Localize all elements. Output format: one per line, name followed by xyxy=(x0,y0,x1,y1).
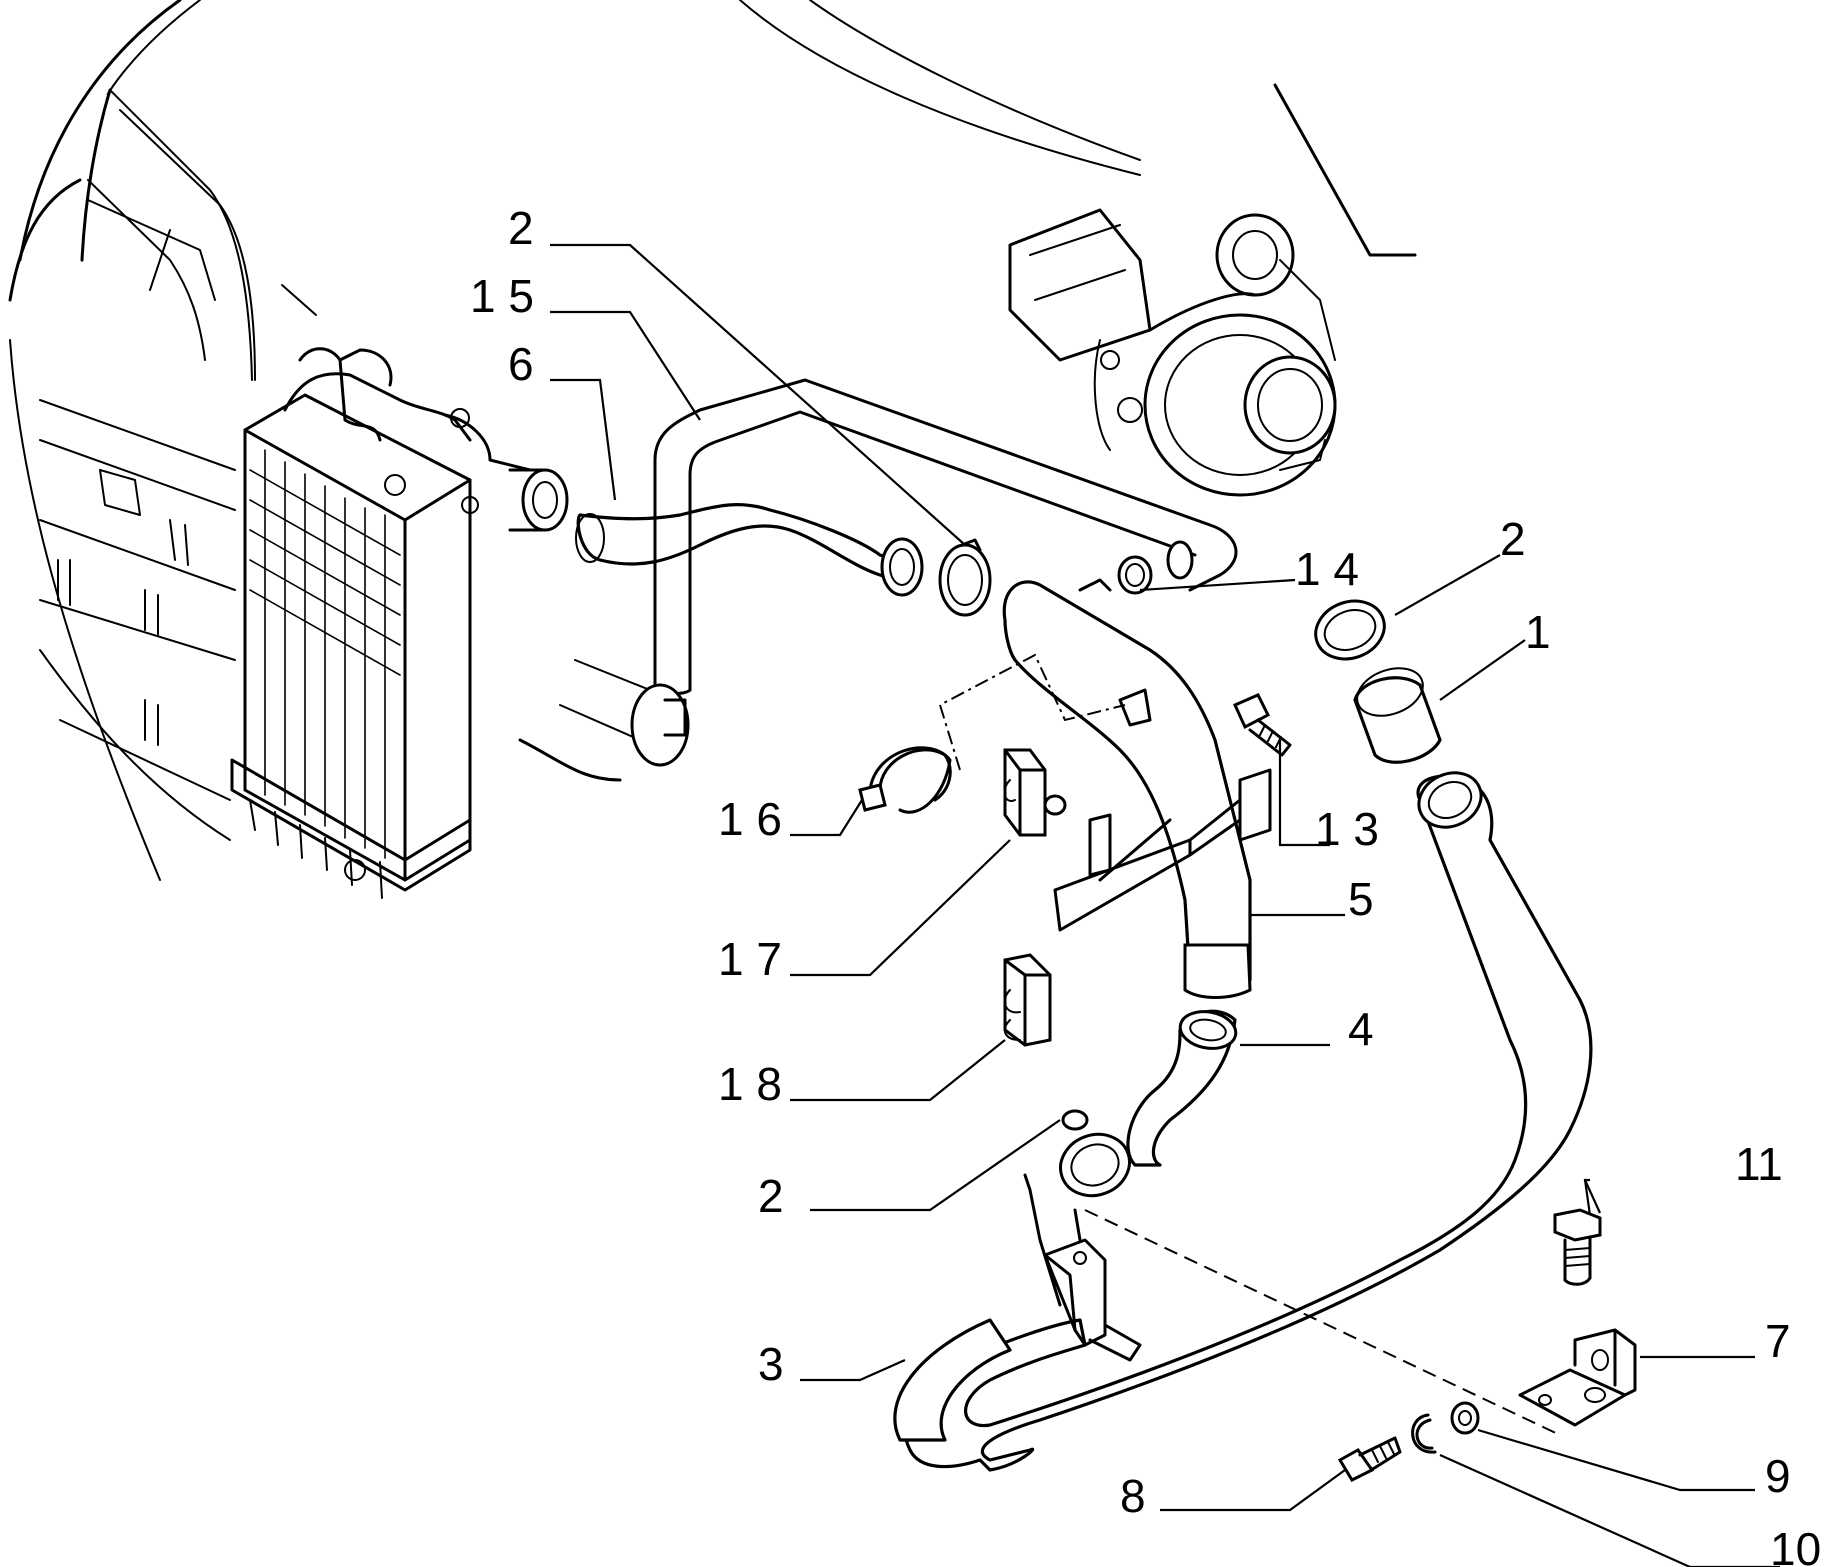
part-15-pipe xyxy=(518,378,1238,782)
spring-washer-part-10 xyxy=(1411,1413,1437,1454)
callout-8: 8 xyxy=(1120,1470,1146,1522)
clip-part-17 xyxy=(1003,748,1067,837)
part-3-bracket xyxy=(1043,1238,1142,1362)
part-5-hose xyxy=(1002,578,1252,999)
part-6-hose xyxy=(575,502,924,597)
bolt-part-8 xyxy=(1337,1436,1402,1482)
callout-7: 7 xyxy=(1765,1315,1791,1367)
callout-14: 1 4 xyxy=(1295,543,1359,595)
callout-4: 4 xyxy=(1348,1003,1374,1055)
callout-labels: 2 1 5 6 1 4 2 1 1 6 1 3 5 1 7 4 1 8 2 11… xyxy=(470,202,1821,1567)
clamp-part-2-upper xyxy=(938,538,992,617)
leader-lines xyxy=(550,243,1780,1567)
part-3-pipe xyxy=(893,771,1593,1472)
callout-9: 9 xyxy=(1765,1450,1791,1502)
intercooler-radiator xyxy=(230,347,569,899)
callout-13: 1 3 xyxy=(1315,803,1379,855)
callout-3: 3 xyxy=(758,1338,784,1390)
vehicle-body-outline xyxy=(8,0,1417,881)
callout-6: 6 xyxy=(508,338,534,390)
callout-18: 1 8 xyxy=(718,1058,782,1110)
callout-1: 1 xyxy=(1525,606,1551,658)
callout-11: 11 xyxy=(1735,1138,1783,1190)
callout-2-lower: 2 xyxy=(758,1170,784,1222)
callout-10: 10 xyxy=(1770,1523,1821,1567)
clamp-part-2-lower xyxy=(1059,1109,1131,1198)
bolt-part-13 xyxy=(1233,693,1292,757)
part-4-hose xyxy=(1126,1009,1238,1167)
callout-16: 1 6 xyxy=(718,793,782,845)
sleeve-part-1 xyxy=(1353,667,1442,764)
clip-part-16 xyxy=(858,746,952,814)
bracket-part-7 xyxy=(1518,1328,1637,1427)
callout-5: 5 xyxy=(1348,873,1374,925)
assembly-lines xyxy=(938,653,1561,1436)
washer-part-9 xyxy=(1450,1401,1480,1435)
callout-17: 1 7 xyxy=(718,933,782,985)
mounting-bracket xyxy=(1053,768,1272,932)
callout-2-right: 2 xyxy=(1500,513,1526,565)
bolt-part-11 xyxy=(1553,1208,1602,1286)
clip-part-18 xyxy=(1003,953,1052,1047)
clamp-part-14 xyxy=(1117,555,1153,595)
callout-15: 1 5 xyxy=(470,270,534,322)
callout-2-top: 2 xyxy=(508,202,534,254)
clamp-part-2-right xyxy=(1314,599,1386,661)
turbocharger xyxy=(1008,208,1337,497)
